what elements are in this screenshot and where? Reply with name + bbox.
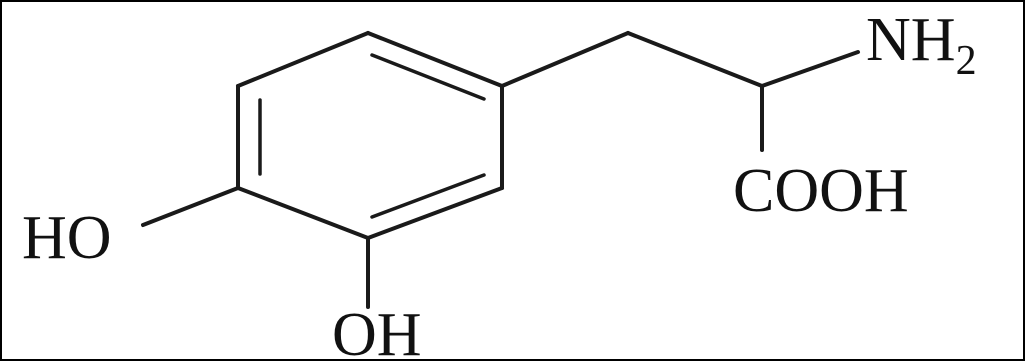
ring-bond-bottom-left <box>236 186 370 240</box>
ring-bond-top-right <box>366 31 504 88</box>
side-chain <box>500 31 860 152</box>
amine-label-text: NH <box>866 6 956 74</box>
benzene-ring <box>236 31 504 240</box>
bond-ch2-to-alpha-carbon <box>626 31 764 88</box>
bond-ring-to-ho-left <box>141 186 240 227</box>
hydroxyl-bottom-label: OH <box>332 301 422 361</box>
ring-double-bond-bottom-right <box>370 173 486 219</box>
ring-bond-top-left <box>236 31 370 88</box>
ring-bond-bottom-right <box>366 186 504 240</box>
hydroxyl-left-label: HO <box>22 204 112 272</box>
carboxyl-label: COOH <box>733 157 909 225</box>
ring-double-bond-top-right <box>370 53 486 101</box>
bond-ring-to-ch2 <box>500 31 630 88</box>
amine-subscript: 2 <box>956 38 977 84</box>
amine-label: NH2 <box>866 6 977 84</box>
bond-alpha-carbon-to-nh2 <box>760 50 860 88</box>
